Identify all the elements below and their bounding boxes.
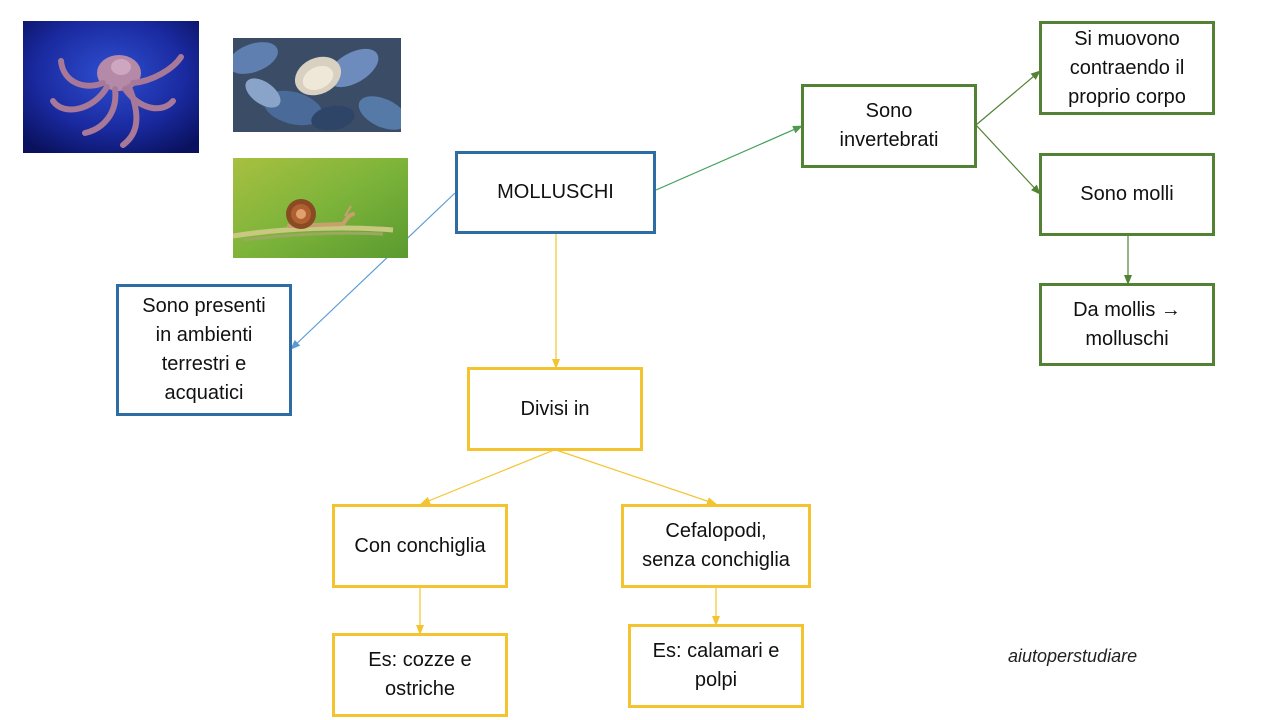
node-invertebrati: Sono invertebrati [801,84,977,168]
octopus-photo [23,21,199,153]
node-molluschi: MOLLUSCHI [455,151,656,234]
node-con-conchiglia: Con conchiglia [332,504,508,588]
arrow-divisi-cefalopodi [555,449,717,505]
arrow-invertebrati-muovono [975,70,1041,126]
snail-photo [233,158,408,258]
node-da-mollis: Da mollis → molluschi [1039,283,1215,366]
node-si-muovono: Si muovono contraendo il proprio corpo [1039,21,1215,115]
node-sono-molli: Sono molli [1039,153,1215,236]
mussels-photo [233,38,401,132]
node-es-calamari: Es: calamari e polpi [628,624,804,708]
node-es-cozze: Es: cozze e ostriche [332,633,508,717]
arrow-divisi-con [420,449,555,505]
arrow-molluschi-ambienti [290,192,456,350]
node-divisi-in: Divisi in [467,367,643,451]
node-ambienti: Sono presenti in ambienti terrestri e ac… [116,284,292,416]
arrow-invertebrati-molli [975,124,1041,195]
watermark: aiutoperstudiare [1008,646,1138,666]
node-cefalopodi: Cefalopodi, senza conchiglia [621,504,811,588]
arrow-molluschi-invertebrati [655,125,803,191]
